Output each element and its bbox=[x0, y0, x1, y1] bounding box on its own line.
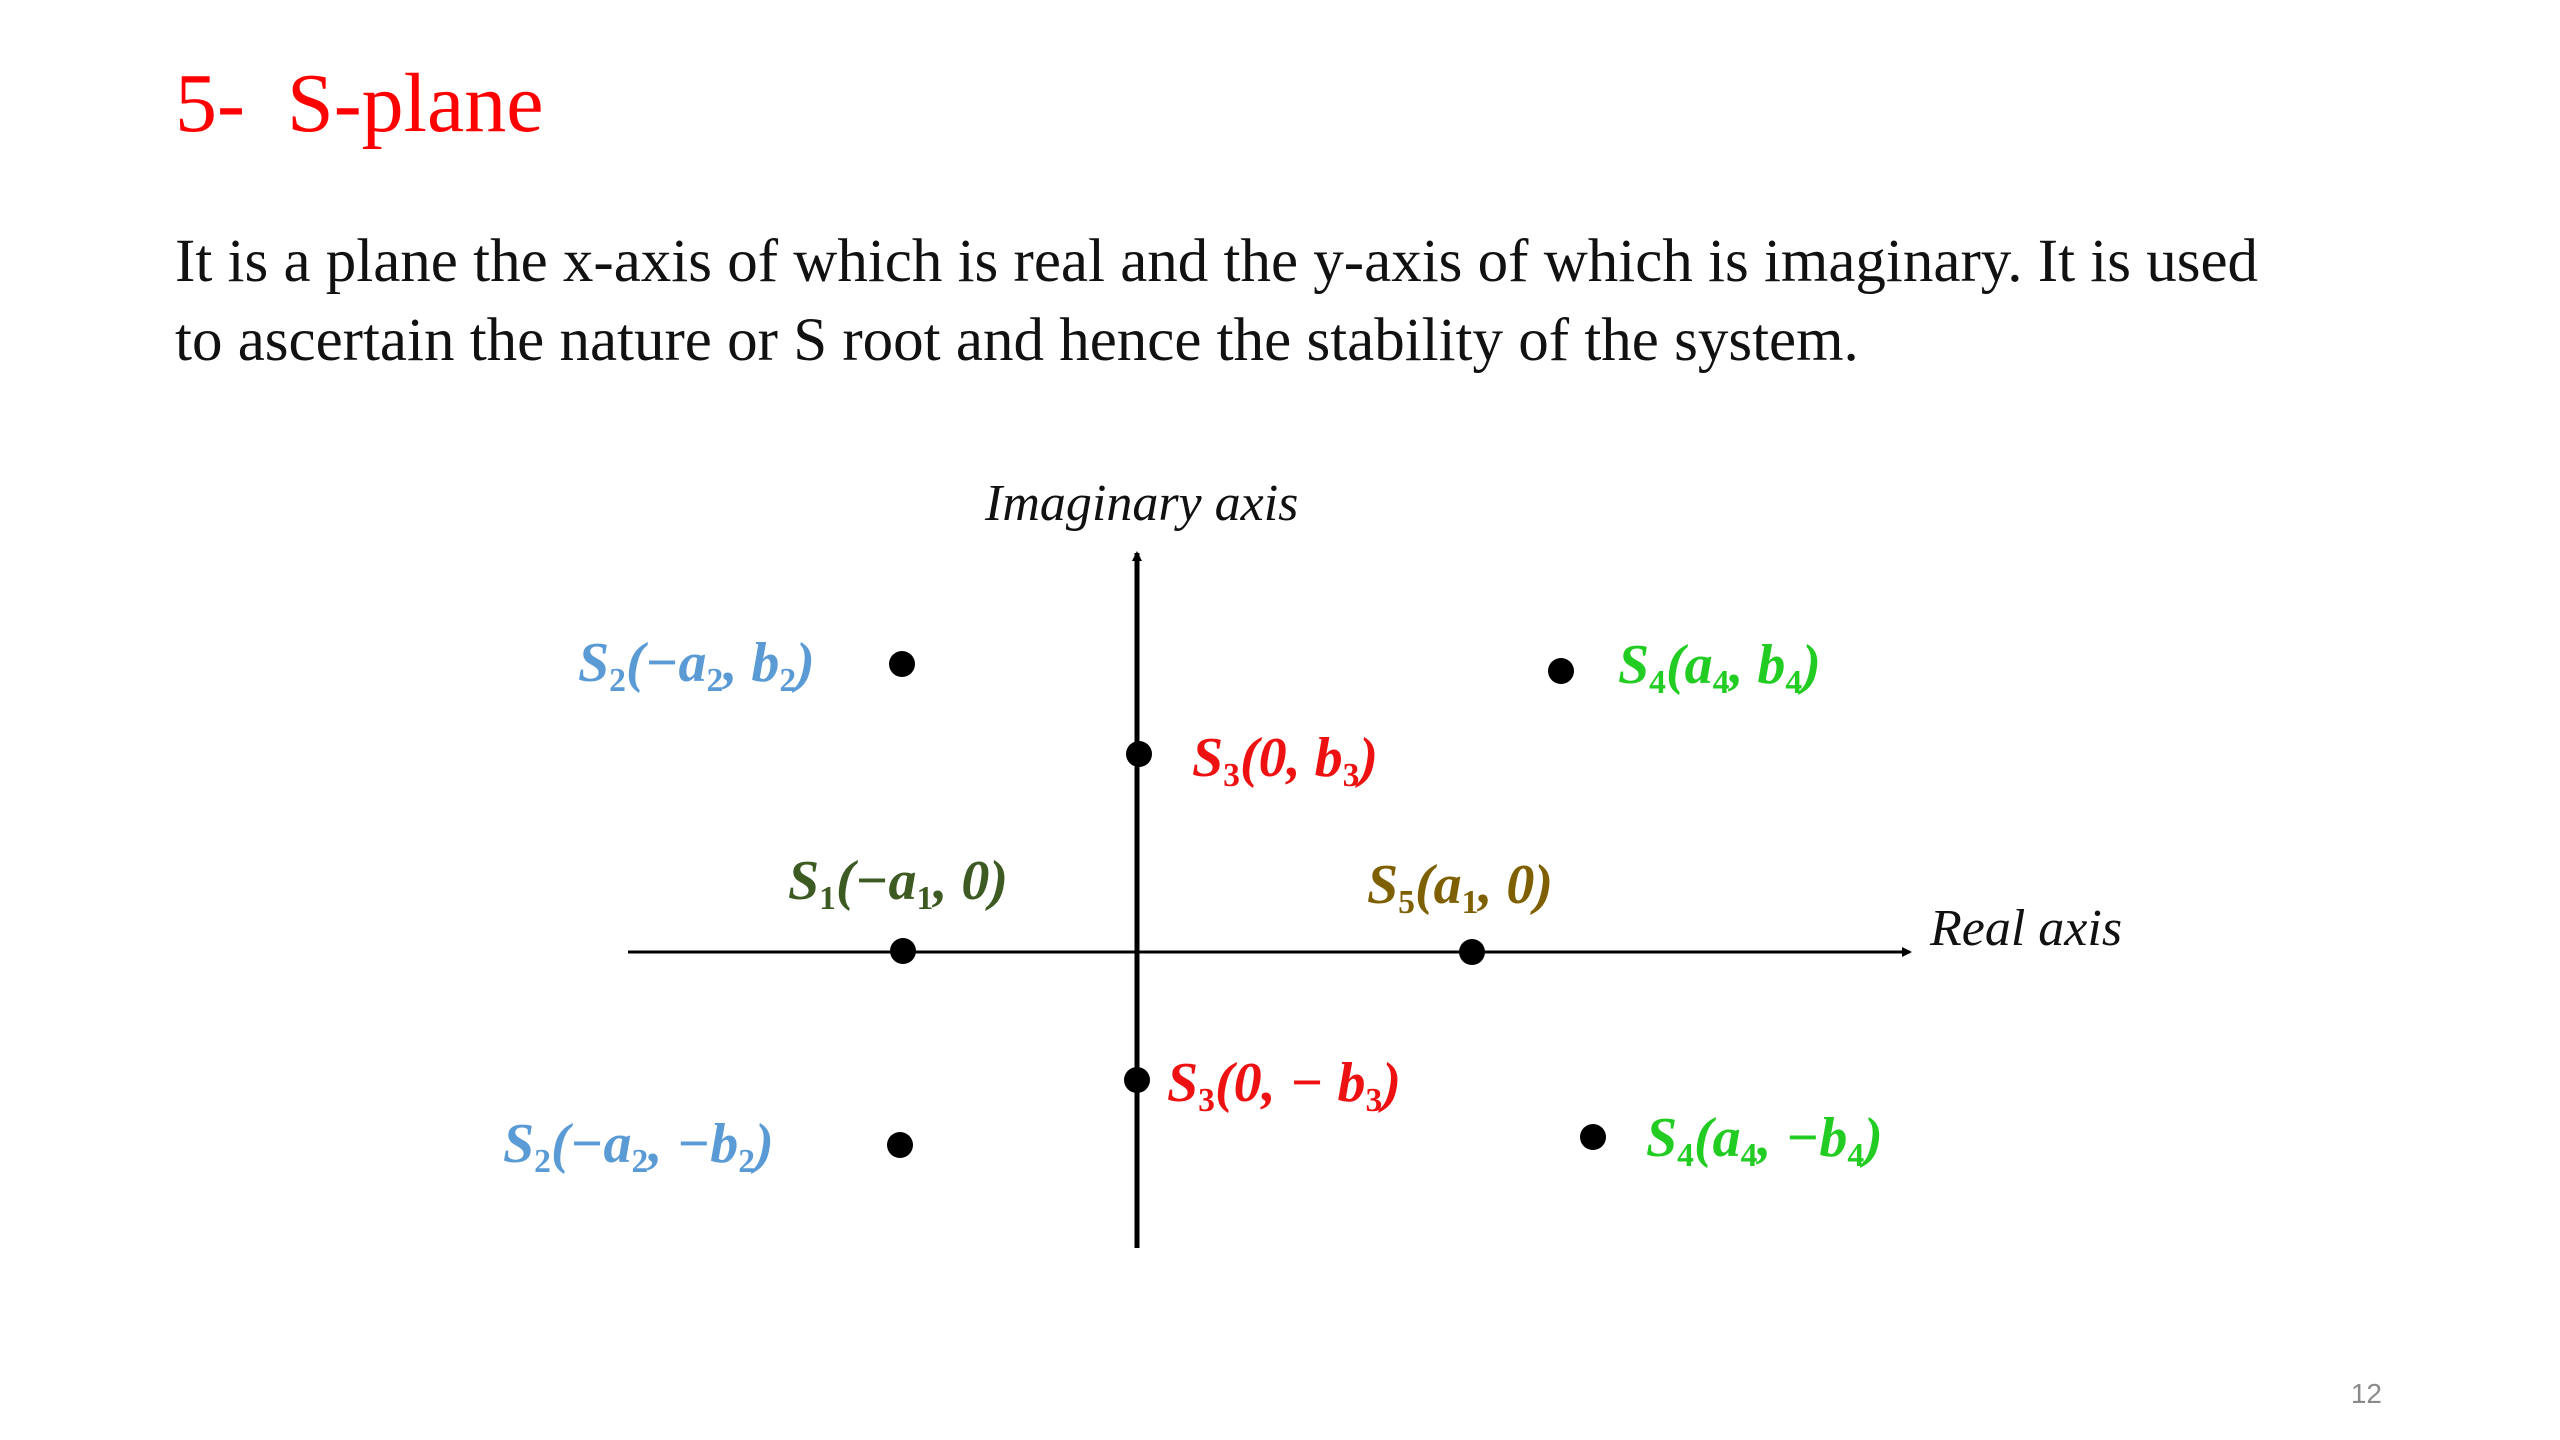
slide-title: 5- S-plane bbox=[175, 57, 544, 150]
imaginary-axis-label: Imaginary axis bbox=[985, 475, 1299, 532]
label-s5: S5(a1, 0) bbox=[1367, 854, 1554, 922]
real-axis-label: Real axis bbox=[1930, 900, 2123, 957]
point-s5 bbox=[1459, 939, 1485, 965]
label-s2-lower: S2(−a2, −b2) bbox=[503, 1113, 774, 1181]
body-line-1: It is a plane the x-axis of which is rea… bbox=[175, 228, 2259, 295]
point-s1 bbox=[890, 938, 916, 964]
label-s2-upper: S2(−a2, b2) bbox=[578, 632, 815, 700]
body-line-2: to ascertain the nature or S root and he… bbox=[175, 307, 1859, 374]
label-s4-lower: S4(a4, −b4) bbox=[1646, 1107, 1883, 1175]
point-s4-upper bbox=[1548, 658, 1574, 684]
label-s4-upper: S4(a4, b4) bbox=[1618, 634, 1821, 702]
point-s2-upper bbox=[889, 651, 915, 677]
point-s4-lower bbox=[1580, 1124, 1606, 1150]
point-s2-lower bbox=[887, 1132, 913, 1158]
slide-body-text: It is a plane the x-axis of which is rea… bbox=[175, 222, 2415, 380]
label-s3-upper: S3(0, b3) bbox=[1192, 727, 1379, 795]
label-s3-lower: S3(0, − b3) bbox=[1167, 1052, 1401, 1120]
point-s3-lower bbox=[1124, 1067, 1150, 1093]
page-number: 12 bbox=[2350, 1378, 2382, 1409]
point-s3-upper bbox=[1126, 741, 1152, 767]
label-s1: S1(−a1, 0) bbox=[788, 850, 1008, 918]
